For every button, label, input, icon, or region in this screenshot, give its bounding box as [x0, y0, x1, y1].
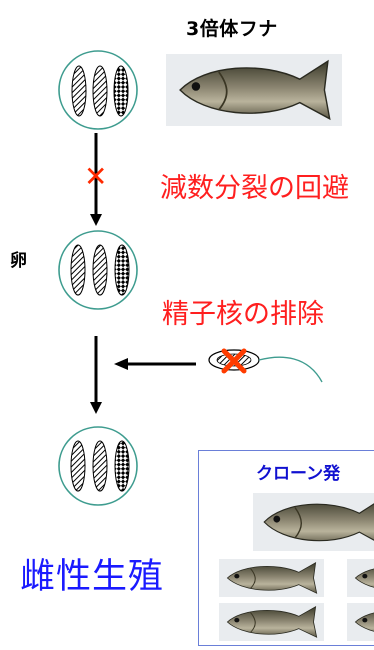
clone-fish-4	[346, 602, 374, 642]
clone-fish-2	[346, 558, 374, 598]
triploid-cell	[58, 50, 138, 130]
clone-fish-1	[218, 558, 325, 598]
step-meiosis-avoidance: 減数分裂の回避	[160, 173, 349, 204]
page-title: 3倍体フナ	[186, 18, 278, 40]
carp-photo-top	[165, 53, 343, 127]
arrow-down-1	[90, 133, 102, 226]
clone-fish-3	[218, 602, 325, 642]
egg-cell	[58, 230, 138, 310]
gynogenetic-cell	[58, 426, 138, 506]
step-sperm-exclusion: 精子核の排除	[162, 299, 324, 330]
clone-fish-photos	[218, 492, 374, 642]
arrow-down-2	[90, 336, 102, 414]
clone-panel: クローン発	[198, 450, 374, 646]
clone-panel-title: クローン発	[256, 464, 341, 484]
sperm-excluded	[114, 348, 323, 383]
gynogenesis-label: 雌性生殖	[20, 557, 165, 597]
clone-fish-large	[252, 492, 374, 552]
cross-mark-icon: ✕	[84, 160, 108, 193]
egg-label: 卵	[10, 251, 27, 271]
